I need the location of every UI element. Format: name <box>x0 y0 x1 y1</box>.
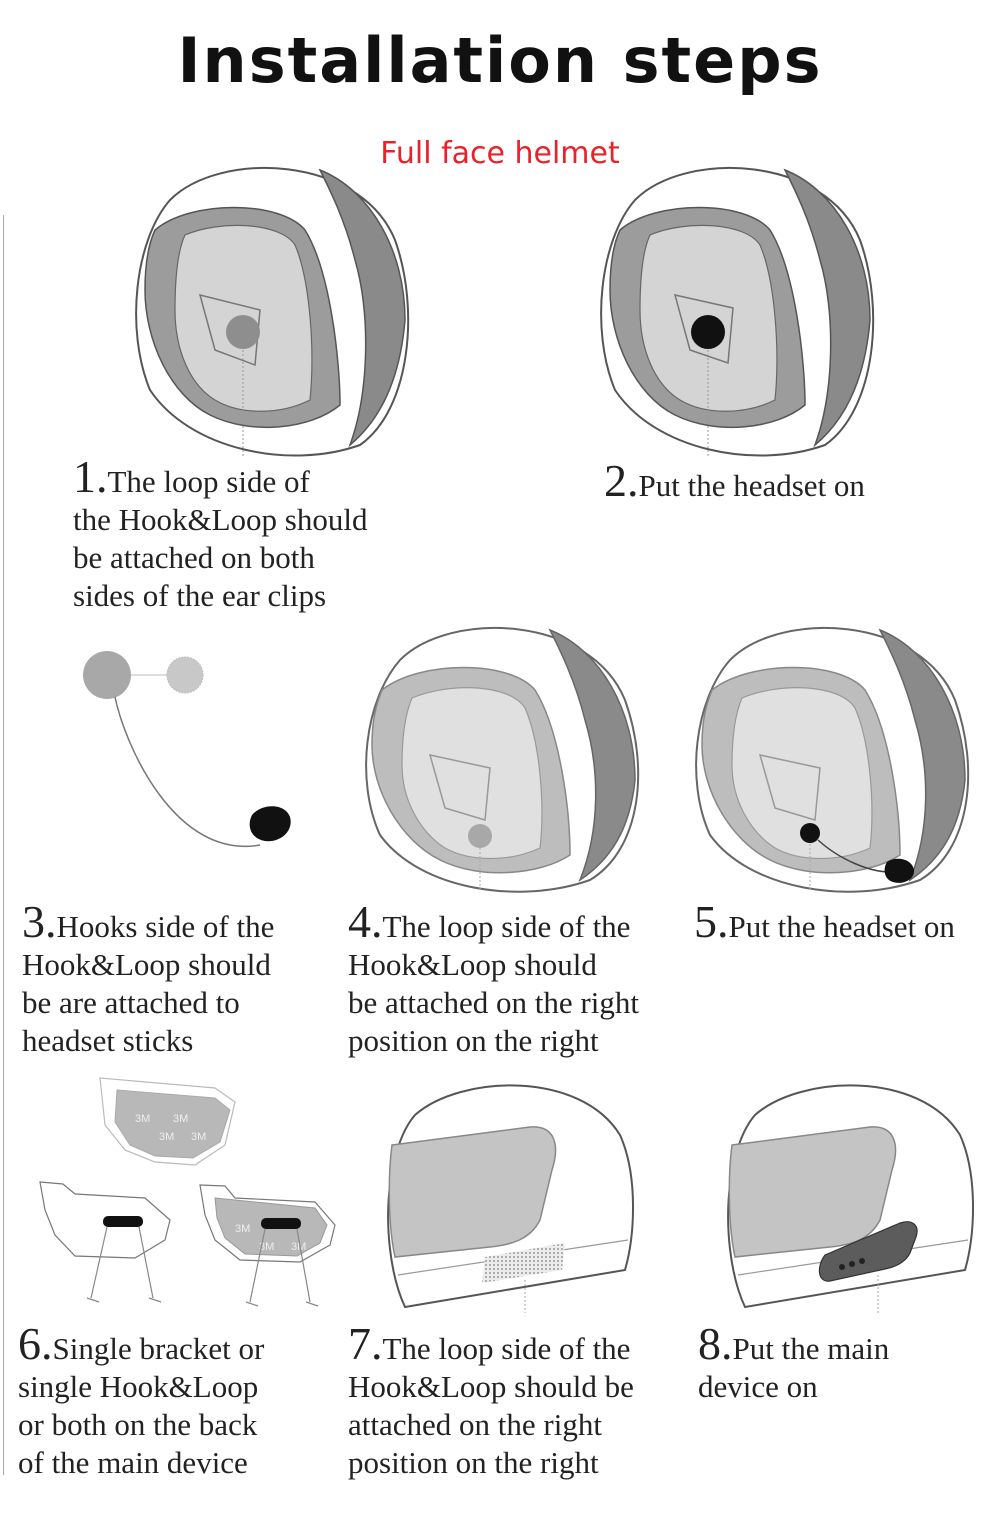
sticker-label-7: 3M <box>291 1241 306 1253</box>
step-2-helmet-illustration <box>600 167 875 458</box>
step-6-line-3: or both on the back <box>18 1407 258 1442</box>
step-7-helmet-illustration <box>387 1084 634 1313</box>
step-4-line-3: be attached on the right <box>348 985 639 1020</box>
page-title: Installation steps <box>177 24 823 97</box>
step-1-line-3: be attached on both <box>73 540 315 575</box>
sticker-label-4: 3M <box>191 1131 206 1143</box>
step-5-number: 5. <box>694 896 729 947</box>
step-1-line-2: the Hook&Loop should <box>73 502 368 537</box>
sticker-label-2: 3M <box>173 1113 188 1125</box>
step-2-line-1: Put the headset on <box>638 468 865 503</box>
step-4-line-2: Hook&Loop should <box>348 947 597 982</box>
step-8-line-1: Put the main <box>732 1331 890 1366</box>
step-8-helmet-illustration <box>727 1084 974 1313</box>
step-3-number: 3. <box>22 896 57 947</box>
step-7-number: 7. <box>348 1318 383 1369</box>
step-6-number: 6. <box>18 1318 53 1369</box>
step-1-number: 1. <box>73 451 108 502</box>
step-6-line-4: of the main device <box>18 1445 248 1480</box>
step-3-headset-illustration <box>83 651 291 848</box>
step-7-line-3: attached on the right <box>348 1407 602 1442</box>
step-1-line-4: sides of the ear clips <box>73 578 327 613</box>
step-1-caption: 1.The loop side of the Hook&Loop should … <box>73 454 368 615</box>
step-6-line-1: Single bracket or <box>52 1331 265 1366</box>
step-4-number: 4. <box>348 896 383 947</box>
step-6-bracket-illustration: 3M 3M 3M 3M 3M 3M 3M <box>39 1077 336 1307</box>
step-8-caption: 8.Put the main device on <box>698 1321 890 1406</box>
step-2-caption: 2.Put the headset on <box>604 458 865 505</box>
sticker-label-1: 3M <box>135 1113 150 1125</box>
step-4-caption: 4.The loop side of the Hook&Loop should … <box>348 899 639 1060</box>
step-8-line-2: device on <box>698 1369 818 1404</box>
step-4-helmet-illustration <box>365 627 640 893</box>
step-1-helmet-illustration <box>135 167 410 458</box>
step-5-line-1: Put the headset on <box>728 909 955 944</box>
left-border-line <box>3 215 4 1475</box>
step-4-line-1: The loop side of the <box>382 909 631 944</box>
step-5-helmet-illustration <box>695 627 970 893</box>
step-6-line-2: single Hook&Loop <box>18 1369 259 1404</box>
sticker-label-5: 3M <box>235 1223 250 1235</box>
step-4-line-4: position on the right <box>348 1023 599 1058</box>
step-1-line-1: The loop side of <box>107 464 310 499</box>
step-7-caption: 7.The loop side of the Hook&Loop should … <box>348 1321 634 1482</box>
step-6-caption: 6.Single bracket or single Hook&Loop or … <box>18 1321 265 1482</box>
sticker-label-3: 3M <box>159 1131 174 1143</box>
step-3-line-2: Hook&Loop should <box>22 947 271 982</box>
step-7-line-1: The loop side of the <box>382 1331 631 1366</box>
step-7-line-2: Hook&Loop should be <box>348 1369 634 1404</box>
step-7-line-4: position on the right <box>348 1445 599 1480</box>
page-subtitle: Full face helmet <box>380 136 620 171</box>
step-3-caption: 3.Hooks side of the Hook&Loop should be … <box>22 899 275 1060</box>
step-8-number: 8. <box>698 1318 733 1369</box>
step-3-line-3: be are attached to <box>22 985 240 1020</box>
step-3-line-4: headset sticks <box>22 1023 194 1058</box>
step-3-line-1: Hooks side of the <box>56 909 275 944</box>
step-5-caption: 5.Put the headset on <box>694 899 955 946</box>
step-2-number: 2. <box>604 455 639 506</box>
sticker-label-6: 3M <box>259 1241 274 1253</box>
